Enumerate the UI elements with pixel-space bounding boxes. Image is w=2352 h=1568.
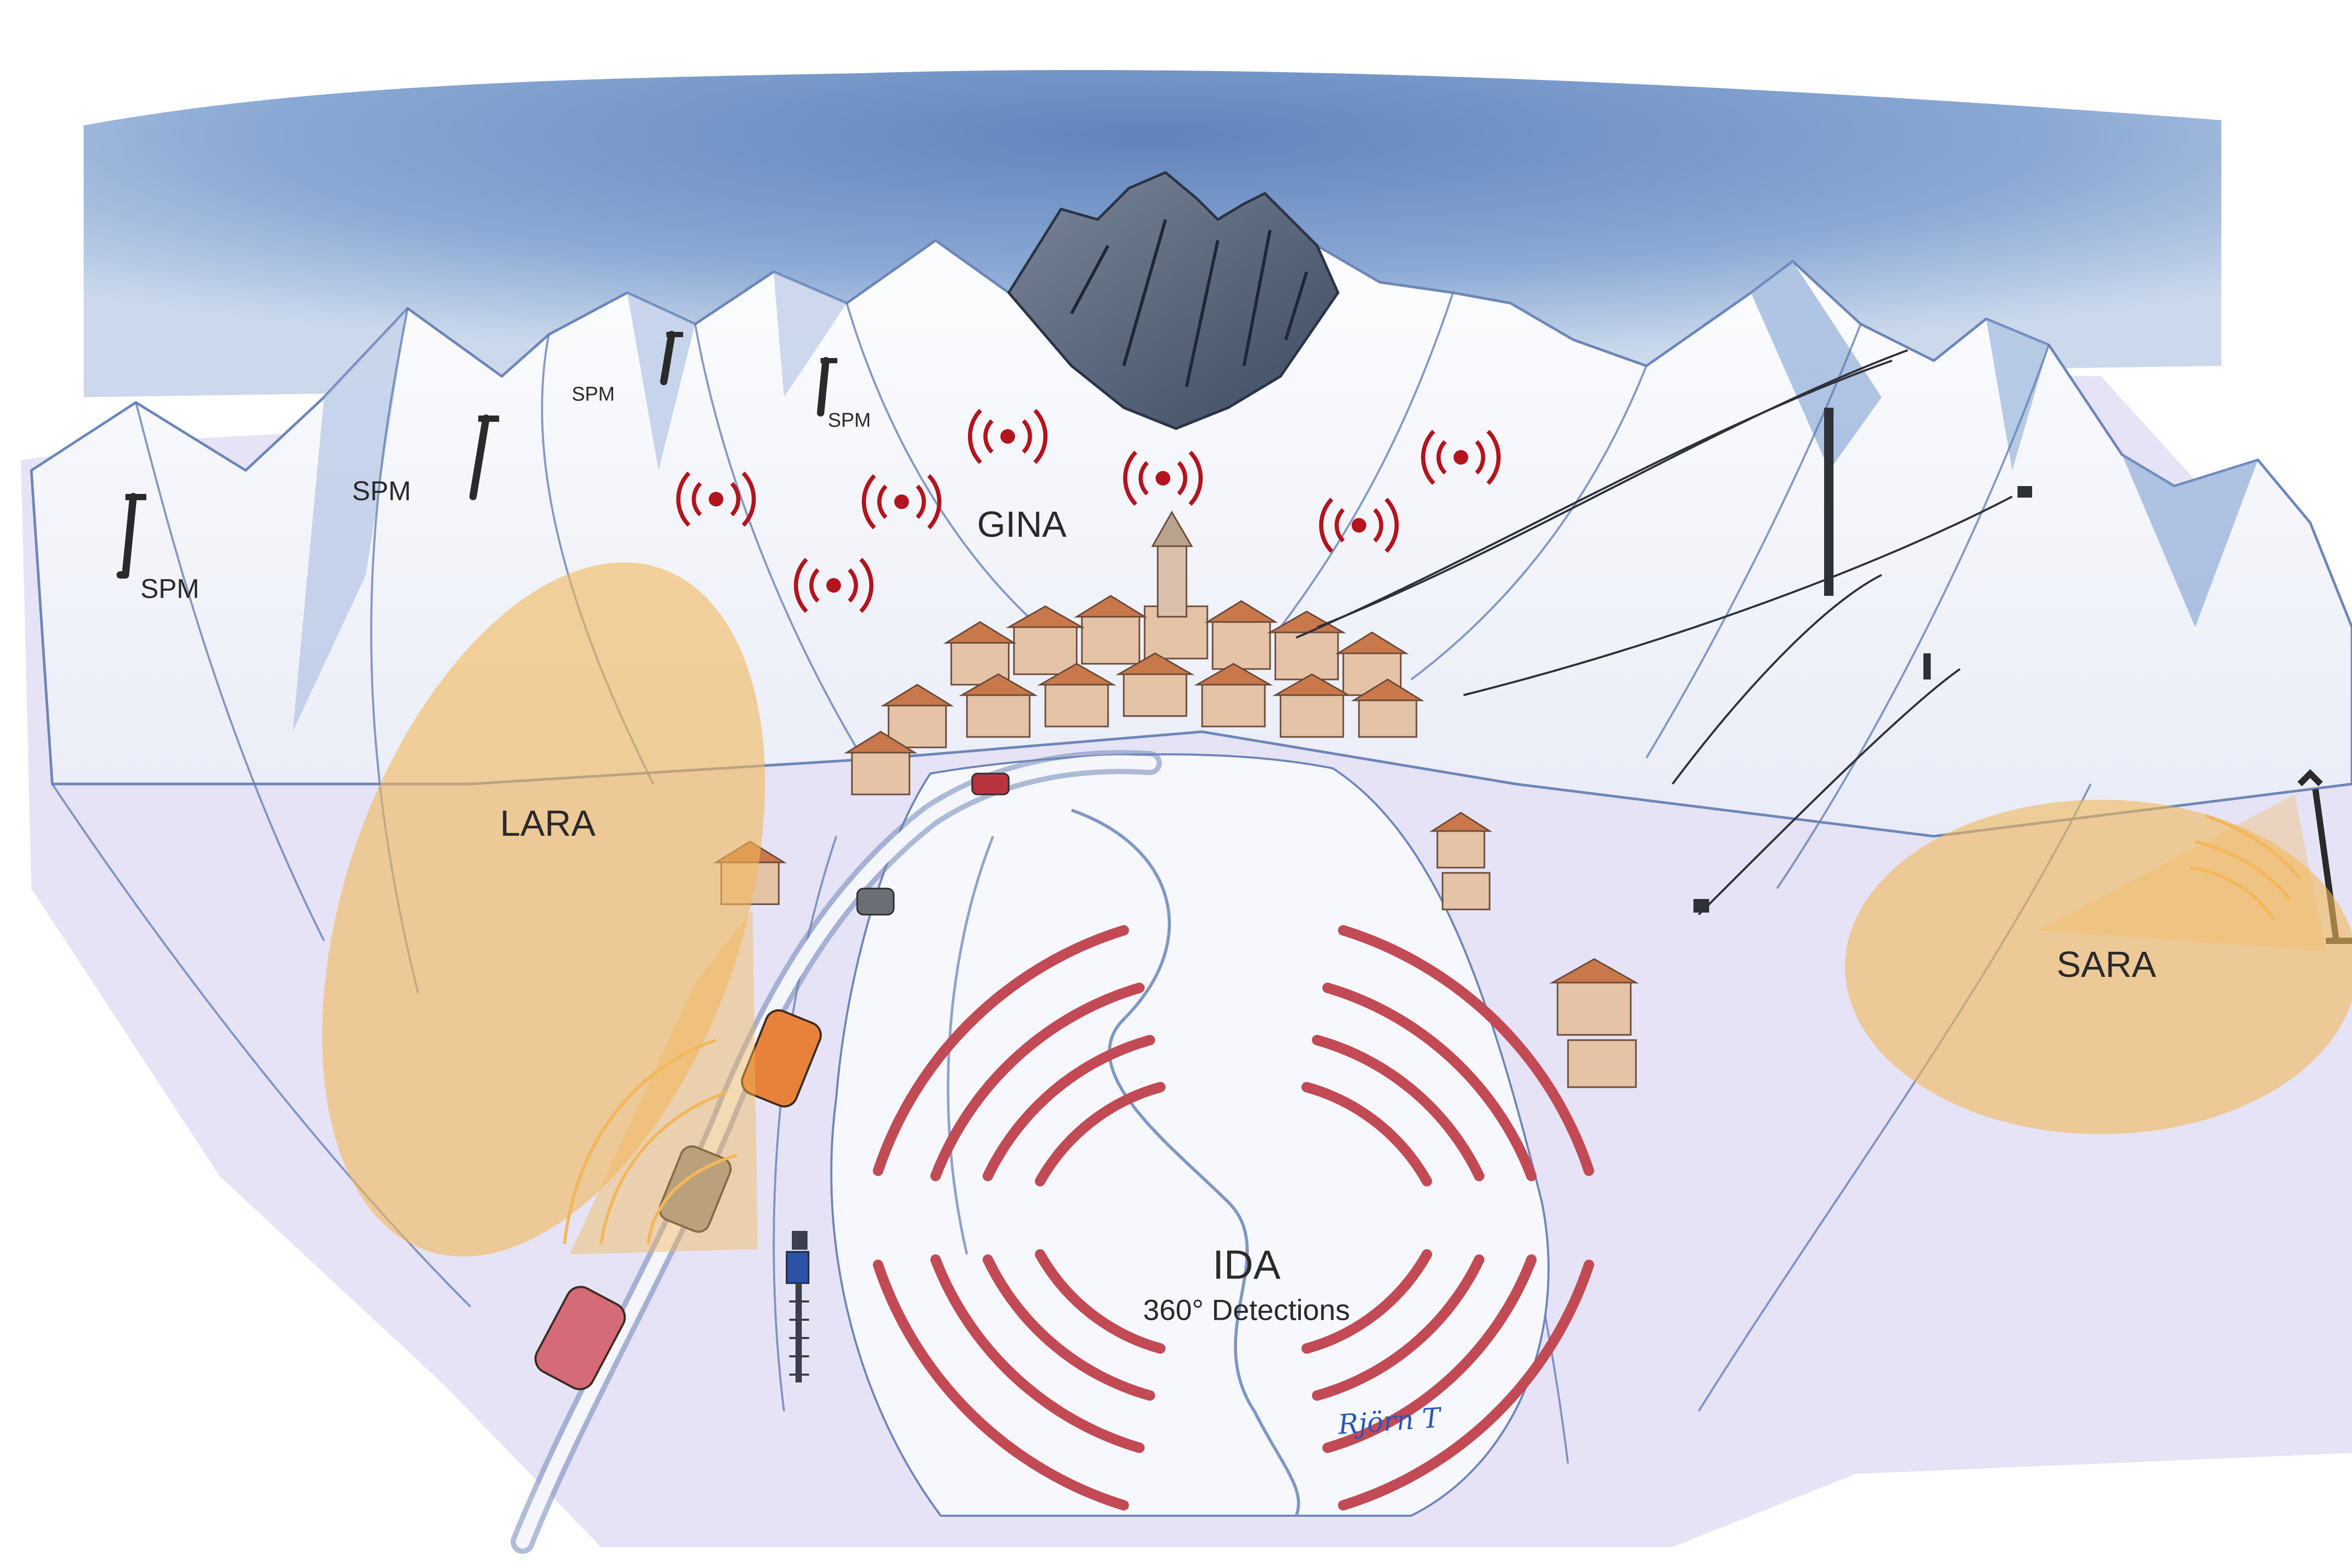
lara-label: LARA — [500, 803, 596, 844]
sara-emitter-arcs — [2189, 814, 2301, 921]
spm-label: SPM — [140, 574, 200, 604]
gina-label: GINA — [977, 504, 1067, 545]
radio-signal-icon — [1319, 498, 1399, 553]
radio-signal-icon — [1421, 430, 1501, 485]
spm-label: SPM — [571, 383, 615, 406]
vehicles — [534, 773, 1010, 1390]
spm-label: SPM — [352, 476, 411, 506]
radio-signal-icon — [861, 474, 942, 529]
spm-label: SPM — [827, 409, 871, 432]
ida-detection-arcs — [873, 925, 1594, 1511]
lara-zone — [322, 562, 765, 1257]
ski-lifts — [1296, 349, 2013, 916]
radio-signal-icon — [793, 558, 874, 613]
sara-label: SARA — [2056, 944, 2157, 985]
ida-detection-tower — [786, 1231, 810, 1382]
spm-masts — [117, 331, 829, 579]
village — [844, 510, 1425, 795]
artist-signature: Rjörn T — [1337, 1402, 1442, 1441]
radio-signal-icon — [1123, 451, 1203, 506]
lara-emitter-arcs — [563, 1039, 737, 1244]
ida-subtitle: 360° Detections — [1143, 1293, 1350, 1327]
radio-signal-icon — [676, 471, 756, 527]
gina-radio-beacons — [676, 409, 1501, 613]
sara-zone — [1845, 800, 2352, 1134]
radio-signal-icon — [967, 409, 1048, 464]
central-peaks — [1007, 171, 1340, 430]
ida-label: IDA — [1212, 1241, 1281, 1288]
